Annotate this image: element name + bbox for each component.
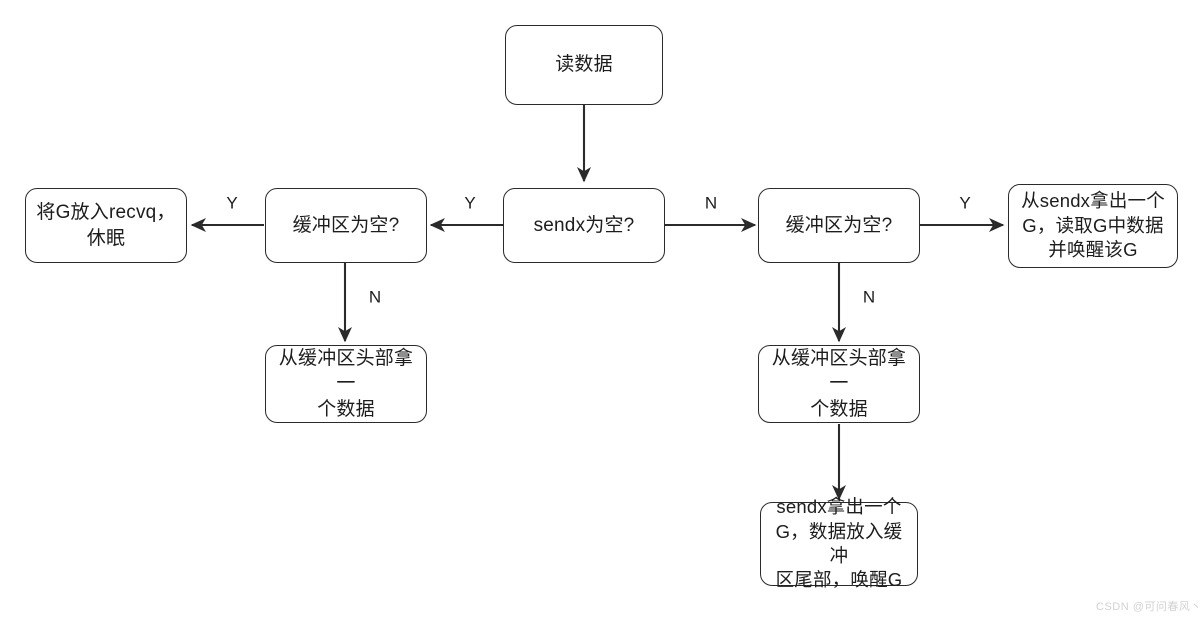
node-buffer-empty-left-decision[interactable]: 缓冲区为空? <box>265 188 427 263</box>
node-sendx-g-into-buffer-tail[interactable]: sendx拿出一个 G，数据放入缓冲 区尾部，唤醒G <box>760 496 918 590</box>
node-take-from-buffer-head-left[interactable]: 从缓冲区头部拿一 个数据 <box>265 345 427 423</box>
node-park-into-recvq[interactable]: 将G放入recvq， 休眠 <box>25 188 187 263</box>
edge-label-sendx-yes: Y <box>464 193 476 213</box>
csdn-watermark: CSDN @可问春风丶 <box>1096 601 1200 613</box>
node-take-from-buffer-head-right[interactable]: 从缓冲区头部拿一 个数据 <box>758 345 920 423</box>
edge-label-buf-right-yes: Y <box>959 193 971 213</box>
node-read-data[interactable]: 读数据 <box>505 25 663 105</box>
edge-label-buf-left-yes: Y <box>226 193 238 213</box>
edge-label-buf-right-no: N <box>862 287 876 307</box>
node-buffer-empty-right-decision[interactable]: 缓冲区为空? <box>758 188 920 263</box>
edge-label-sendx-no: N <box>704 193 718 213</box>
edge-label-buf-left-no: N <box>368 287 382 307</box>
node-take-g-from-sendx[interactable]: 从sendx拿出一个 G，读取G中数据 并唤醒该G <box>1008 184 1178 268</box>
node-sendx-empty-decision[interactable]: sendx为空? <box>503 188 665 263</box>
